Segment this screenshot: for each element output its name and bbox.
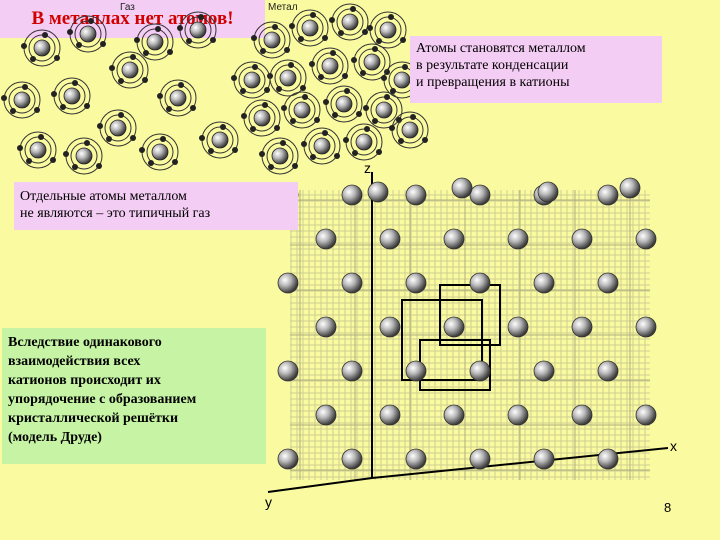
crystal-lattice	[268, 172, 668, 492]
cation-ball	[406, 449, 426, 469]
cation-ball	[470, 361, 490, 381]
condensation-note: Атомы становятся металлом в результате к…	[410, 36, 662, 103]
axis-y	[268, 478, 372, 492]
cation-ball	[444, 317, 464, 337]
cation-ball	[620, 178, 640, 198]
atom-icon	[301, 128, 340, 164]
cation-ball	[598, 361, 618, 381]
cation-ball	[380, 317, 400, 337]
atom-icon	[241, 100, 280, 136]
cation-ball	[342, 185, 362, 205]
atom-icon	[97, 110, 136, 146]
atom-icon	[251, 22, 290, 58]
cation-ball	[470, 449, 490, 469]
cation-ball	[452, 178, 472, 198]
cation-ball	[406, 185, 426, 205]
metal-label: Метал	[268, 2, 298, 13]
atom-icon	[177, 12, 216, 48]
gas-label: Газ	[120, 2, 135, 13]
atom-icon	[17, 132, 56, 168]
atom-icon	[351, 44, 390, 80]
cation-ball	[572, 405, 592, 425]
cation-ball	[508, 229, 528, 249]
cation-ball	[406, 273, 426, 293]
atom-icon	[67, 16, 106, 52]
atom-icon	[281, 92, 320, 128]
page-number: 8	[664, 500, 671, 515]
cation-ball	[636, 229, 656, 249]
cation-ball	[278, 273, 298, 293]
atom-icon	[323, 86, 362, 122]
cation-ball	[470, 273, 490, 293]
cation-ball	[636, 405, 656, 425]
atom-icon	[231, 62, 270, 98]
cation-ball	[508, 405, 528, 425]
cation-ball	[444, 405, 464, 425]
axis-z-label: z	[364, 160, 371, 176]
cation-ball	[598, 273, 618, 293]
cation-ball	[470, 185, 490, 205]
atom-icon	[367, 12, 406, 48]
cation-ball	[342, 273, 362, 293]
cation-ball	[278, 361, 298, 381]
cation-ball	[368, 182, 388, 202]
atom-icon	[289, 10, 328, 46]
atom-icon	[259, 138, 298, 174]
cation-ball	[316, 405, 336, 425]
atom-icon	[21, 30, 60, 66]
cation-ball	[342, 449, 362, 469]
atom-icon	[157, 80, 196, 116]
gas-atoms-group	[1, 12, 238, 174]
cation-ball	[534, 273, 554, 293]
cation-ball	[538, 182, 558, 202]
cation-ball	[316, 317, 336, 337]
lattice-note: Вследствие одинакового взаимодействия вс…	[2, 328, 266, 464]
cation-ball	[534, 361, 554, 381]
atom-icon	[329, 4, 368, 40]
cation-ball	[316, 229, 336, 249]
cation-ball	[636, 317, 656, 337]
cation-ball	[598, 449, 618, 469]
cation-ball	[572, 229, 592, 249]
metal-atoms-group	[231, 4, 428, 174]
axis-x-label: x	[670, 438, 677, 454]
cation-ball	[444, 229, 464, 249]
cation-ball	[406, 361, 426, 381]
axis-y-label: y	[265, 494, 272, 510]
atom-icon	[343, 124, 382, 160]
cation-ball	[342, 361, 362, 381]
atom-icon	[363, 92, 402, 128]
atom-icon	[1, 82, 40, 118]
atom-icon	[51, 78, 90, 114]
atom-icon	[109, 52, 148, 88]
cation-ball	[534, 449, 554, 469]
gas-note: Отдельные атомы металлом не являются – э…	[14, 182, 298, 230]
cation-ball	[380, 405, 400, 425]
cation-ball	[508, 317, 528, 337]
cation-ball	[598, 185, 618, 205]
atom-icon	[309, 48, 348, 84]
atom-icon	[139, 134, 178, 170]
atom-icon	[199, 122, 238, 158]
cation-ball	[278, 449, 298, 469]
cation-ball	[380, 229, 400, 249]
atom-icon	[63, 138, 102, 174]
cation-ball	[572, 317, 592, 337]
atom-icon	[267, 60, 306, 96]
